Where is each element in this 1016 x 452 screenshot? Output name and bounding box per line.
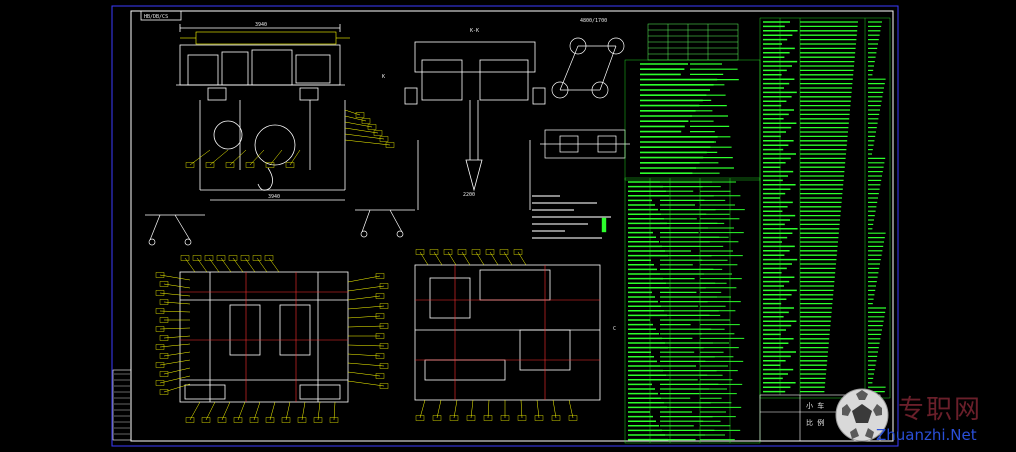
- sheet-tag-box: [140, 10, 182, 21]
- coupling-detail: [540, 129, 630, 159]
- yellow-outline-front: [180, 31, 350, 45]
- side-view-kk: [404, 41, 546, 210]
- detail-wheel-layout: [551, 37, 625, 99]
- outer-frame: [111, 5, 899, 447]
- front-elevation-view: [176, 24, 346, 201]
- revision-strip-rows: [114, 373, 130, 435]
- red-annotations-right: [415, 265, 600, 400]
- view-label-k: K: [382, 74, 385, 80]
- spec-table-top: [647, 23, 739, 61]
- callout-labels: [155, 109, 578, 423]
- sheet-tag: HB/DB/CS: [144, 14, 168, 20]
- inner-frame: [130, 10, 894, 442]
- dim-mid: 2200: [463, 192, 475, 198]
- revision-strip: [112, 369, 132, 441]
- view-label-kk: K-K: [470, 28, 479, 34]
- plan-view-left: [179, 271, 349, 403]
- soccer-ball-icon: [835, 388, 889, 442]
- title-scale: 比 例: [806, 418, 824, 427]
- bill-of-materials-table: [624, 17, 891, 444]
- watermark-brand-en: Zhuanzhi.Net: [876, 426, 977, 444]
- bogie-sketch-left: [145, 209, 415, 246]
- technical-notes: [532, 195, 611, 239]
- view-label-c: C: [613, 326, 616, 332]
- dim-bottom-a: 3940: [268, 194, 280, 200]
- plan-view-right: [414, 264, 601, 401]
- red-annotations-left: [180, 272, 348, 402]
- dim-top: 3940: [255, 22, 267, 28]
- watermark-brand-cn: 专职网: [898, 395, 982, 425]
- ratio-label: 4800/1700: [580, 18, 607, 24]
- title-name: 小 车: [806, 401, 824, 410]
